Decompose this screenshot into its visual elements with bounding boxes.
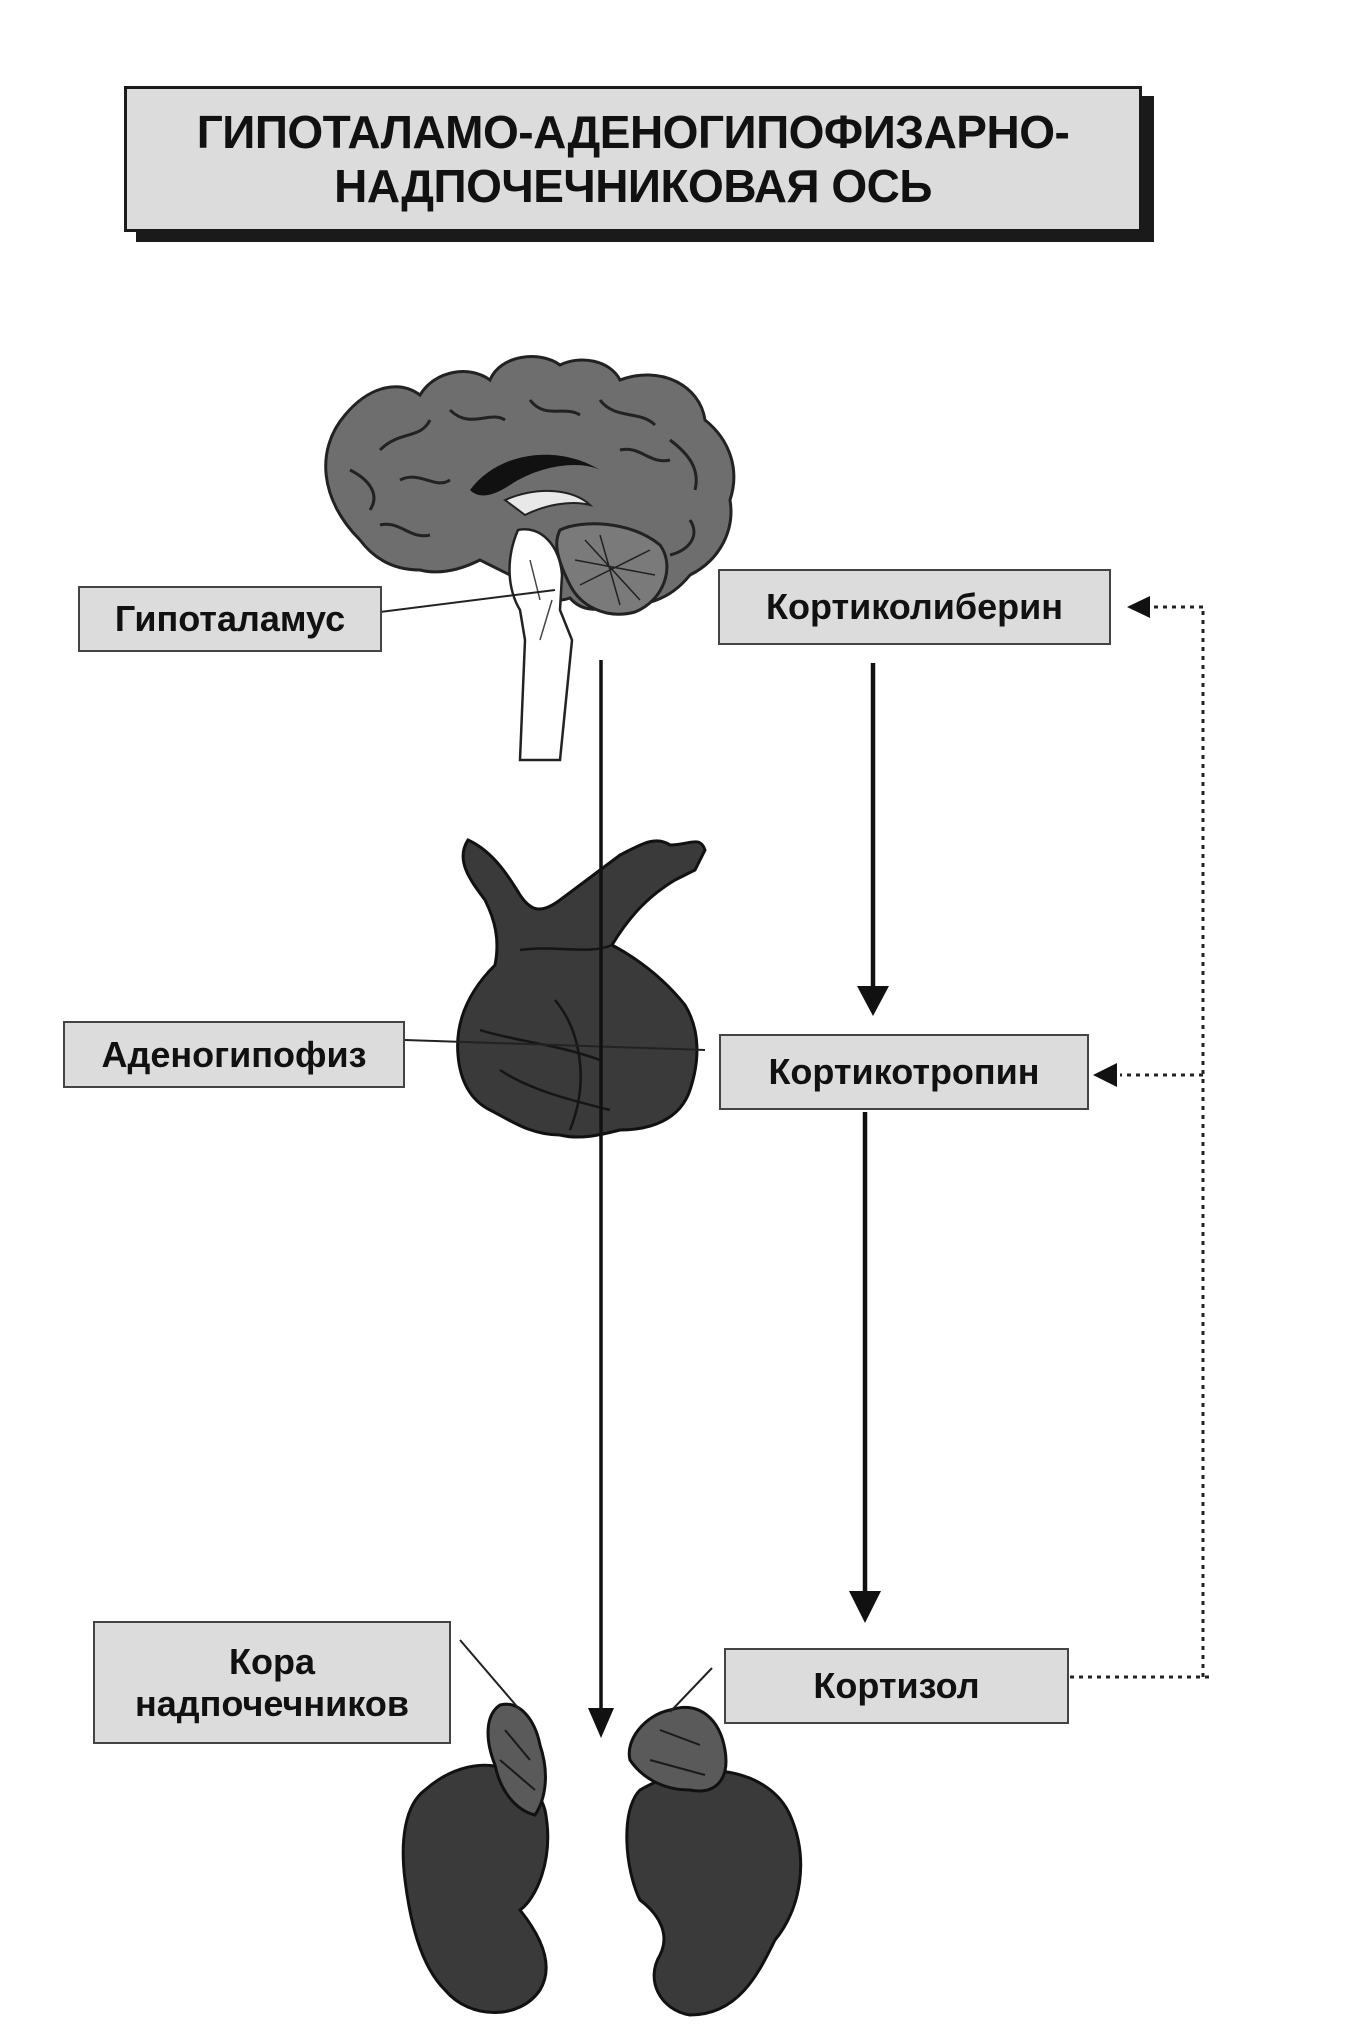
leader-adenohypophysis [404,1039,706,1051]
title-line-2: НАДПОЧЕЧНИКОВАЯ ОСЬ [334,160,932,212]
label-corticoliberin-text: Кортиколиберин [766,586,1063,627]
label-adrenal-cortex-line1: Кора [229,1640,315,1682]
pituitary-illustration [456,838,707,1139]
adrenal-kidney-illustration [401,1702,803,2017]
label-corticotropin: Кортикотропин [719,1034,1089,1110]
leader-cortex-right [669,1667,713,1713]
label-cortisol: Кортизол [724,1648,1069,1724]
title-box: ГИПОТАЛАМО-АДЕНОГИПОФИЗАРНО- НАДПОЧЕЧНИК… [124,86,1142,232]
feedback-loop [1070,605,1210,1679]
label-hypothalamus: Гипоталамус [78,586,382,652]
leader-cortex-left [459,1639,521,1711]
axis-main-arrowhead [588,1708,614,1738]
label-adrenal-cortex: Кора надпочечников [93,1621,451,1744]
label-adenohypophysis: Аденогипофиз [63,1021,405,1088]
label-hypothalamus-text: Гипоталамус [114,598,346,639]
brain-illustration [324,355,736,762]
feedback-arrowhead-corticotropin [1093,1063,1117,1087]
arrow-2-head [849,1591,881,1623]
label-adrenal-cortex-line2: надпочечников [135,1682,409,1724]
arrow-1-head [857,986,889,1016]
leader-hypothalamus [379,589,556,613]
label-cortisol-text: Кортизол [813,1665,980,1706]
label-adenohypophysis-text: Аденогипофиз [101,1033,367,1075]
title-line-1: ГИПОТАЛАМО-АДЕНОГИПОФИЗАРНО- [196,106,1070,158]
label-corticoliberin: Кортиколиберин [718,569,1111,645]
feedback-arrowhead-corticoliberin [1127,596,1150,618]
label-corticotropin-text: Кортикотропин [768,1051,1040,1092]
